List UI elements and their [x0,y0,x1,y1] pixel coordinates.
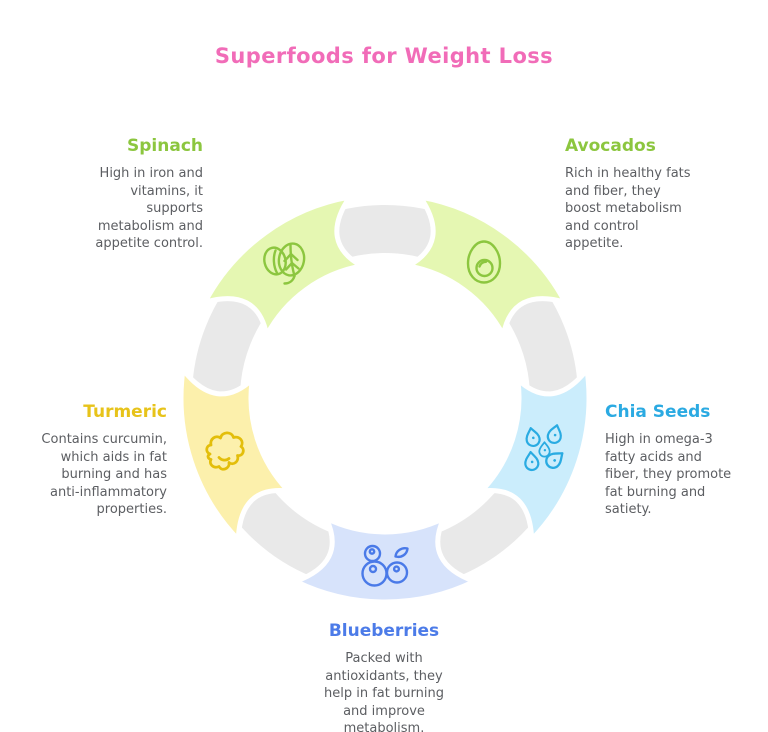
segment-chia_seeds [478,367,592,543]
spinach-label-block: Spinach High in iron and vitamins, it su… [53,136,203,253]
segment-turmeric [178,367,292,543]
avocados-label-block: Avocados Rich in healthy fats and fiber,… [565,136,735,253]
heading-chia-seeds: Chia Seeds [605,402,711,422]
segment-avocados [405,194,568,338]
segment-spinach [202,194,365,338]
heading-spinach: Spinach [127,136,203,156]
description-avocados: Rich in healthy fats and fiber, they boo… [565,166,691,251]
description-spinach: High in iron and vitamins, it supports m… [95,166,203,251]
turmeric-root-icon [196,422,252,478]
chia-seeds-label-block: Chia Seeds High in omega-3 fatty acids a… [605,402,765,519]
spinach-leaves-icon [258,233,314,289]
heading-avocados: Avocados [565,136,656,156]
chia-seeds-icon [518,422,574,478]
description-chia-seeds: High in omega-3 fatty acids and fiber, t… [605,432,732,517]
blueberries-icon [357,539,413,595]
turmeric-label-block: Turmeric Contains curcumin, which aids i… [7,402,167,519]
heading-turmeric: Turmeric [83,402,167,422]
segment-blueberries [293,515,477,605]
heading-blueberries: Blueberries [328,621,440,641]
avocado-icon [456,233,512,289]
blueberries-label-block: Blueberries Packed with antioxidants, th… [284,621,484,732]
page-title: Superfoods for Weight Loss [214,44,554,68]
description-blueberries: Packed with antioxidants, they help in f… [324,651,444,732]
description-turmeric: Contains curcumin, which aids in fat bur… [41,432,167,517]
